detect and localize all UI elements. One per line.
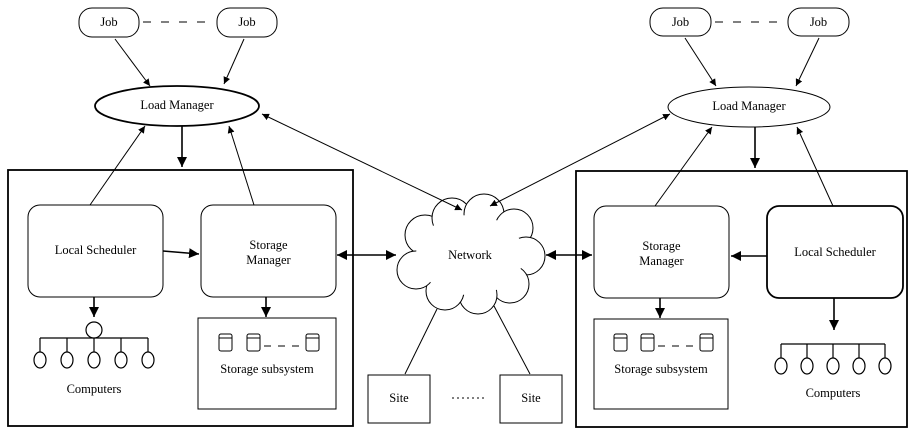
left-job-a-label: Job [100, 15, 118, 29]
right-storage-manager-label: Storage Manager [639, 239, 684, 268]
right-job-a-node [649, 7, 712, 37]
right-computers-cluster [774, 343, 892, 375]
right-job-b-node [787, 7, 850, 37]
left-computers-cluster [33, 321, 155, 369]
site-b-label: Site [521, 391, 541, 405]
right-load-manager-label: Load Manager [712, 99, 786, 113]
right-storage-to-lm-arrow [654, 126, 713, 207]
left-site-boundary [7, 169, 354, 427]
right-job-a-arrow [684, 37, 717, 87]
network-site-a-link [404, 308, 438, 375]
left-scheduler-to-storage-arrow [162, 248, 200, 259]
left-storage-subsystem-label: Storage subsystem [220, 362, 314, 376]
right-storage-subsystem-label: Storage subsystem [614, 362, 708, 376]
site-a-node [367, 374, 431, 424]
left-scheduler-to-lm-arrow [89, 125, 146, 206]
left-computers-label: Computers [66, 382, 122, 396]
left-storage-manager-label: Storage Manager [246, 238, 291, 267]
left-lm-network-arrow [261, 113, 463, 211]
left-job-a-node [78, 7, 140, 38]
network-cloud [396, 193, 546, 315]
right-scheduler-to-lm-arrow [796, 126, 834, 207]
left-job-b-node [216, 7, 278, 38]
right-storage-manager-node [593, 205, 730, 299]
right-local-scheduler-node [766, 205, 904, 299]
network-label: Network [448, 248, 492, 262]
right-load-manager-node [667, 86, 831, 128]
left-job-b-arrow [223, 38, 245, 85]
left-storage-subsystem-box [197, 317, 337, 410]
right-disk-icons [613, 333, 714, 352]
left-load-manager-node [94, 85, 260, 127]
site-b-node [499, 374, 563, 424]
right-job-a-label: Job [671, 15, 690, 29]
left-local-scheduler-label: Local Scheduler [54, 243, 137, 257]
right-lm-network-arrow [489, 113, 671, 207]
left-job-a-arrow [114, 38, 151, 87]
site-a-label: Site [389, 391, 409, 405]
right-job-b-label: Job [809, 15, 828, 29]
left-disk-icons [218, 333, 320, 352]
right-local-scheduler-label: Local Scheduler [794, 245, 876, 259]
network-site-b-link [493, 305, 531, 375]
left-job-b-label: Job [238, 15, 256, 29]
right-job-b-arrow [795, 37, 820, 87]
left-storage-to-lm-arrow [227, 125, 255, 206]
right-computers-label: Computers [805, 386, 861, 400]
left-load-manager-label: Load Manager [140, 98, 214, 112]
right-site-boundary [575, 170, 908, 428]
